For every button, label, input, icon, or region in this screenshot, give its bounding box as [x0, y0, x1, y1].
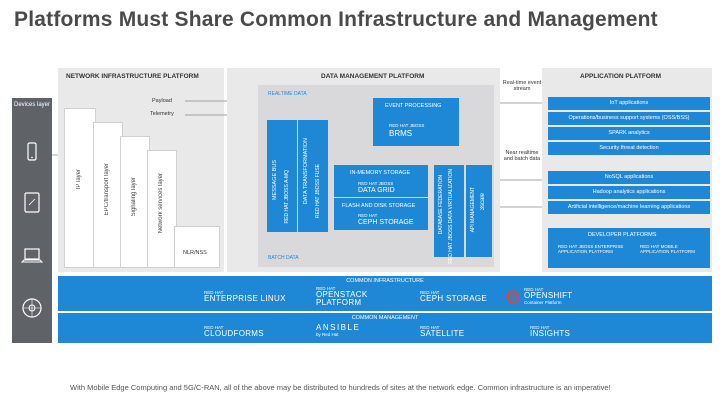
in-memory-label: IN-MEMORY STORAGE	[350, 170, 411, 176]
ceph-storage-name: CEPH STORAGE	[420, 294, 488, 303]
openshift-logo-icon	[506, 290, 520, 304]
devices-layer: Devices layer	[12, 98, 52, 343]
iot-hub-icon	[20, 296, 44, 320]
in-memory-storage-block: IN-MEMORY STORAGE RED HAT JBOSS DATA GRI…	[334, 165, 428, 197]
threescale-label: 3scale	[480, 193, 486, 211]
payload-label: Payload	[152, 98, 172, 104]
database-federation-block: DATABASE FEDERATION RED HAT JBOSS DATA V…	[434, 165, 464, 264]
ansible-sub: by Red Hat	[316, 332, 339, 337]
satellite-product: RED HAT SATELLITE	[420, 325, 464, 338]
event-processing-block: EVENT PROCESSING RED HAT JBOSS BRMS	[373, 98, 459, 146]
common-management-bar: COMMON MANAGEMENT RED HAT CLOUDFORMS ANS…	[58, 313, 712, 343]
message-bus-product: RED HAT JBOSS A-MQ	[284, 170, 290, 224]
developer-platforms-label: DEVELOPER PLATFORMS	[588, 232, 657, 238]
nlr-nss-box: NLR/NSS	[174, 226, 220, 268]
cloudforms-rh: RED HAT	[204, 325, 224, 330]
developer-platforms-block: DEVELOPER PLATFORMS RED HAT JBOSS ENTERP…	[548, 228, 710, 268]
brms-rh: RED HAT JBOSS	[389, 123, 425, 128]
epc-layer-label: EPC/transport layer	[104, 163, 110, 216]
datagrid-label: DATA GRID	[358, 187, 395, 194]
ansible-name: ANSIBLE	[316, 323, 361, 332]
openshift-rh: RED HAT	[524, 287, 544, 292]
transformation-label: DATA TRANSFORMATION	[303, 138, 309, 205]
insights-product: RED HAT INSIGHTS	[530, 325, 570, 338]
ansible-product: ANSIBLE by Red Hat	[316, 323, 361, 338]
app-row-oss-bss: Operations/business support systems (OSS…	[548, 112, 710, 125]
signaling-layer-label: Signaling layer	[131, 177, 137, 217]
openstack-rh: RED HAT	[316, 286, 336, 291]
data-panel-title: DATA MANAGEMENT PLATFORM	[321, 73, 425, 80]
openstack-product: RED HAT OPENSTACK PLATFORM	[316, 286, 376, 307]
ceph-label: CEPH STORAGE	[358, 219, 414, 226]
message-bus-block: MESSAGE BUS RED HAT JBOSS A-MQ	[267, 120, 297, 232]
satellite-name: SATELLITE	[420, 329, 465, 338]
openshift-name: OPENSHIFT	[524, 291, 573, 300]
network-services-layer: Network services layer	[147, 150, 177, 268]
app-row-ai-ml: Artificial intelligence/machine learning…	[548, 201, 710, 214]
data-transformation-block: DATA TRANSFORMATION RED HAT JBOSS FUSE	[298, 120, 328, 232]
ceph-storage-rh: RED HAT	[420, 290, 440, 295]
openshift-sub: Container Platform	[524, 300, 562, 305]
dev-eap-label: RED HAT JBOSS ENTERPRISE APPLICATION PLA…	[558, 244, 624, 254]
network-panel-title: NETWORK INFRASTRUCTURE PLATFORM	[66, 73, 199, 80]
transformation-product: RED HAT JBOSS FUSE	[315, 164, 321, 218]
ceph-rh: RED HAT	[358, 213, 378, 218]
federation-label: DATABASE FEDERATION	[438, 175, 444, 235]
signaling-layer: Signaling layer	[120, 136, 150, 268]
dev-mobile-label: RED HAT MOBILE APPLICATION PLATFORM	[640, 244, 695, 254]
datagrid-rh: RED HAT JBOSS	[358, 181, 394, 186]
flash-disk-storage-block: FLASH AND DISK STORAGE RED HAT CEPH STOR…	[334, 198, 428, 230]
brms-label: BRMS	[389, 129, 413, 138]
ceph-storage-product: RED HAT CEPH STORAGE	[420, 290, 487, 303]
common-infrastructure-title: COMMON INFRASTRUCTURE	[346, 278, 424, 284]
realtime-stream-label: Real-time event stream	[502, 80, 542, 92]
app-row-spark: SPARK analytics	[548, 127, 710, 140]
phone-icon	[20, 140, 44, 164]
footer-note: With Mobile Edge Computing and 5G/C-RAN,…	[70, 383, 611, 392]
event-processing-label: EVENT PROCESSING	[385, 103, 442, 109]
common-management-title: COMMON MANAGEMENT	[351, 315, 419, 321]
cloudforms-product: RED HAT CLOUDFORMS	[204, 325, 264, 338]
devices-layer-label: Devices layer	[13, 102, 50, 108]
laptop-icon	[20, 243, 44, 267]
batch-data-label: BATCH DATA	[268, 255, 299, 261]
ip-layer-label: IP layer	[76, 169, 82, 190]
rhel-rh: RED HAT	[204, 290, 224, 295]
cloudforms-name: CLOUDFORMS	[204, 329, 264, 338]
virtualization-label: RED HAT JBOSS DATA VIRTUALIZATION	[448, 169, 454, 264]
rhel-product: RED HAT ENTERPRISE LINUX	[204, 290, 286, 303]
rhel-name: ENTERPRISE LINUX	[204, 294, 286, 303]
nlr-nss-label: NLR/NSS	[183, 250, 207, 256]
ip-layer: IP layer	[64, 108, 96, 268]
telemetry-label: Telemetry	[150, 111, 174, 117]
insights-name: INSIGHTS	[530, 329, 571, 338]
satellite-rh: RED HAT	[420, 325, 440, 330]
app-row-nosql: NoSQL applications	[548, 171, 710, 184]
insights-rh: RED HAT	[530, 325, 550, 330]
app-row-iot: IoT applications	[548, 97, 710, 110]
epc-transport-layer: EPC/transport layer	[93, 122, 123, 268]
openstack-name: OPENSTACK PLATFORM	[316, 290, 368, 307]
message-bus-label: MESSAGE BUS	[272, 160, 278, 201]
app-row-hadoop: Hadoop analytics applications	[548, 186, 710, 199]
api-management-block: API MANAGEMENT 3scale	[466, 165, 492, 257]
flash-label: FLASH AND DISK STORAGE	[342, 203, 416, 209]
api-management-label: API MANAGEMENT	[470, 187, 476, 233]
page-title: Platforms Must Share Common Infrastructu…	[14, 8, 658, 31]
tablet-icon	[20, 190, 44, 214]
network-services-label: Network services layer	[158, 173, 164, 234]
realtime-data-label: REALTIME DATA	[268, 91, 307, 97]
common-infrastructure-bar: COMMON INFRASTRUCTURE RED HAT ENTERPRISE…	[58, 276, 712, 311]
nearrealtime-stream-label: Near realtime and batch data	[503, 150, 541, 162]
openshift-product: RED HAT OPENSHIFT Container Platform	[524, 287, 572, 305]
app-row-security: Security threat detection	[548, 142, 710, 155]
application-panel-title: APPLICATION PLATFORM	[580, 73, 662, 80]
